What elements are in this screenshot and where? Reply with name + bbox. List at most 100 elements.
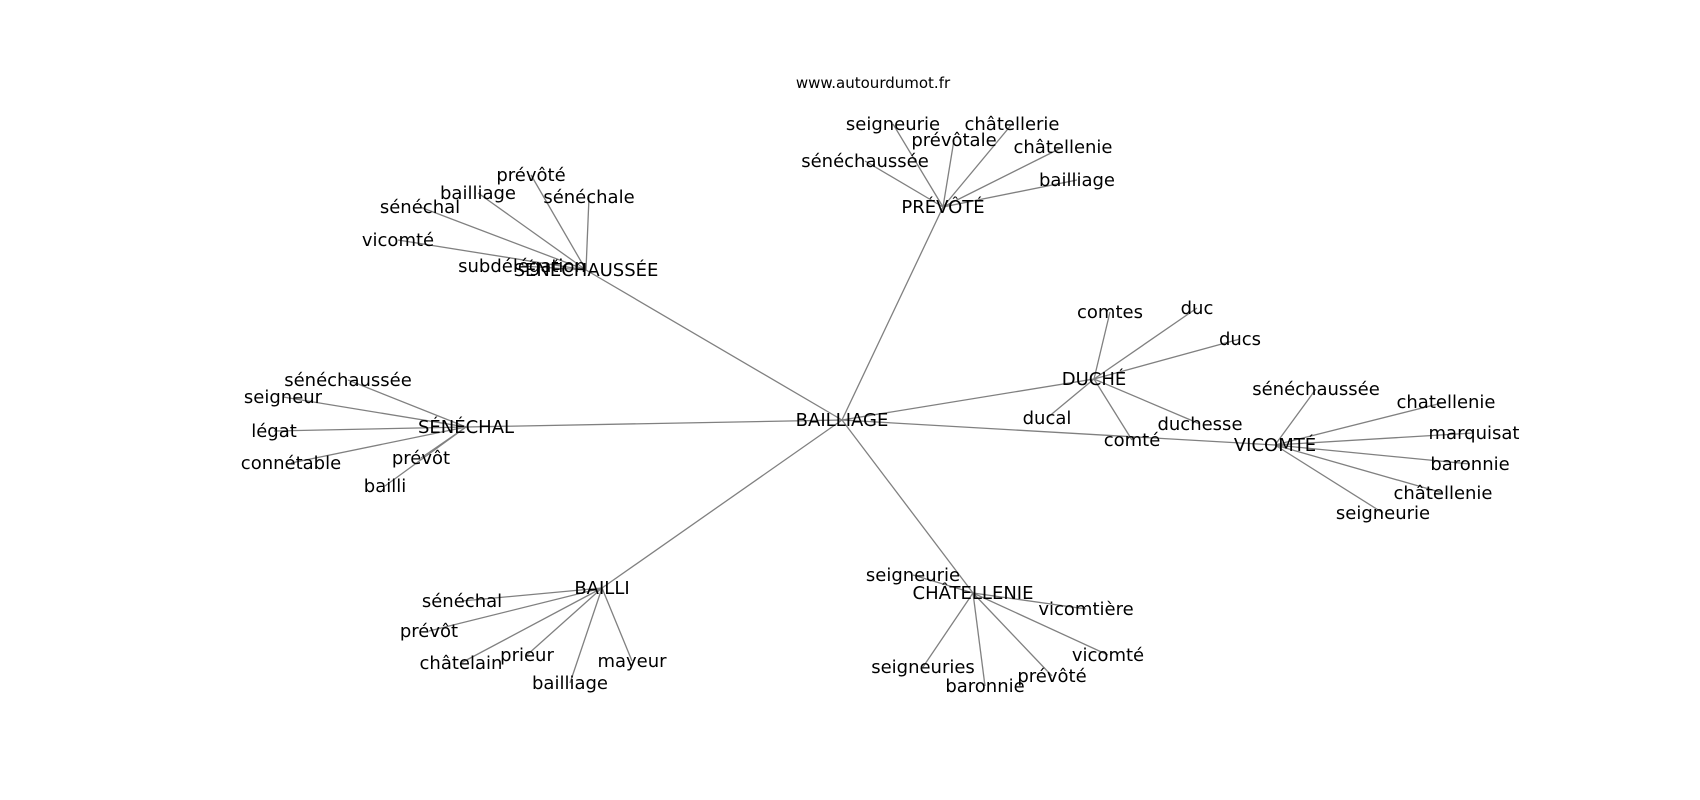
leaf-node-label: duchesse — [1157, 414, 1242, 435]
hub-node-label: DUCHÉ — [1062, 368, 1127, 390]
edge-hub-leaf — [864, 160, 944, 208]
edge-hub-leaf — [1046, 378, 1095, 419]
leaf-node-label: marquisat — [1429, 423, 1520, 444]
leaf-node-label: bailliage — [440, 183, 516, 204]
hub-node-label: VICOMTÉ — [1234, 434, 1316, 456]
edge-hub-leaf — [1274, 401, 1447, 446]
edge-hub-leaf — [1093, 378, 1133, 441]
edge-hub-leaf — [601, 587, 633, 662]
edge-hub-leaf — [397, 239, 587, 271]
edge-hub-leaf — [912, 574, 974, 594]
edge-hub-leaf — [521, 265, 587, 271]
leaf-node-label: mayeur — [597, 651, 667, 672]
edge-hub-leaf — [461, 587, 603, 602]
edge-hub-leaf — [892, 123, 944, 208]
leaf-node-label: sénéchaussée — [801, 151, 929, 172]
leaf-node-label: légat — [251, 421, 297, 442]
leaf-node-label: prévôt — [392, 448, 450, 469]
leaf-node-label: baronnie — [945, 676, 1024, 697]
edge-root-hub — [585, 269, 843, 421]
leaf-node-label: châtellenie — [1013, 137, 1112, 158]
hub-node-label: SÉNÉCHAUSSÉE — [514, 259, 659, 281]
edge-hub-leaf — [1274, 444, 1471, 465]
hub-node-label: BAILLI — [574, 578, 629, 599]
leaf-node-label: ducs — [1219, 329, 1261, 350]
edge-hub-leaf — [290, 426, 467, 464]
leaf-node-label: sénéchaussée — [284, 370, 412, 391]
edge-hub-leaf — [273, 426, 467, 432]
edge-hub-leaf — [526, 587, 603, 656]
edge-hub-leaf — [942, 123, 1013, 208]
leaf-node-label: bailliage — [1039, 170, 1115, 191]
edge-root-hub — [841, 419, 1276, 446]
leaf-node-label: chatellenie — [1396, 392, 1495, 413]
edge-hub-leaf — [942, 179, 1078, 208]
leaf-node-label: sénéchale — [543, 187, 634, 208]
hub-node-label: SÉNÉCHAL — [418, 416, 514, 438]
edge-hub-leaf — [1093, 307, 1198, 380]
leaf-node-label: prévôté — [1017, 666, 1086, 687]
edge-hub-leaf — [1274, 444, 1384, 514]
leaf-node-label: vicomté — [362, 230, 434, 251]
leaf-node-label: bailliage — [532, 673, 608, 694]
edge-hub-leaf — [942, 146, 1064, 208]
leaf-node-label: seigneuries — [871, 657, 975, 678]
edge-hub-leaf — [1093, 378, 1201, 425]
edge-hub-leaf — [972, 592, 1053, 677]
leaf-node-label: châtelain — [420, 653, 503, 674]
leaf-node-label: châtellerie — [964, 114, 1059, 135]
edge-hub-leaf — [282, 396, 467, 428]
edge-root-hub — [841, 419, 974, 594]
edge-hub-leaf — [1274, 432, 1475, 446]
leaf-node-label: prieur — [500, 645, 554, 666]
hub-node-label: PRÉVÔTÉ — [901, 196, 984, 218]
leaf-node-label: bailli — [364, 476, 406, 497]
leaf-node-label: seigneur — [244, 387, 323, 408]
edges — [273, 123, 1475, 687]
edge-hub-leaf — [972, 592, 1109, 656]
edge-hub-leaf — [477, 192, 587, 271]
leaf-node-label: comtes — [1077, 302, 1143, 323]
edge-hub-leaf — [972, 592, 986, 687]
leaf-node-label: ducal — [1023, 408, 1072, 429]
edge-hub-leaf — [1093, 311, 1111, 380]
leaf-node-label: prévôt — [400, 621, 458, 642]
edge-hub-leaf — [569, 587, 603, 684]
leaf-node-label: vicomté — [1072, 645, 1144, 666]
edge-hub-leaf — [585, 196, 590, 271]
leaf-node-label: sénéchaussée — [1252, 379, 1380, 400]
leaf-node-label: sénéchal — [422, 591, 502, 612]
hub-node-label: CHÂTELLENIE — [913, 582, 1034, 604]
edge-hub-leaf — [384, 426, 467, 487]
edge-hub-leaf — [419, 206, 587, 271]
edge-hub-leaf — [1093, 338, 1241, 380]
edge-hub-leaf — [922, 592, 974, 668]
edge-root-hub — [841, 378, 1095, 421]
leaf-node-label: baronnie — [1430, 454, 1509, 475]
edge-hub-leaf — [1274, 388, 1317, 446]
leaf-node-label: comté — [1104, 430, 1161, 451]
leaf-node-label: prévôtale — [911, 130, 996, 151]
edge-root-hub — [841, 206, 944, 421]
leaf-node-label: connétable — [241, 453, 341, 474]
leaf-node-label: châtellenie — [1393, 483, 1492, 504]
edge-hub-leaf — [530, 174, 587, 271]
edge-root-hub — [465, 419, 843, 428]
leaf-node-label: seigneurie — [1336, 503, 1430, 524]
edge-hub-leaf — [942, 139, 955, 208]
edge-hub-leaf — [1274, 444, 1444, 494]
edge-root-hub — [601, 419, 843, 589]
leaf-node-label: seigneurie — [846, 114, 940, 135]
leaf-node-label: duc — [1181, 298, 1214, 319]
leaf-node-label: subdélégation — [458, 256, 586, 277]
root-node-label: BAILLIAGE — [796, 410, 889, 431]
leaf-node-label: seigneurie — [866, 565, 960, 586]
edge-hub-leaf — [347, 379, 467, 428]
leaf-node-label: sénéchal — [380, 197, 460, 218]
site-url: www.autourdumot.fr — [796, 74, 951, 92]
edge-hub-leaf — [972, 592, 1087, 610]
leaf-node-label: prévôté — [496, 165, 565, 186]
leaf-node-label: vicomtière — [1038, 599, 1133, 620]
